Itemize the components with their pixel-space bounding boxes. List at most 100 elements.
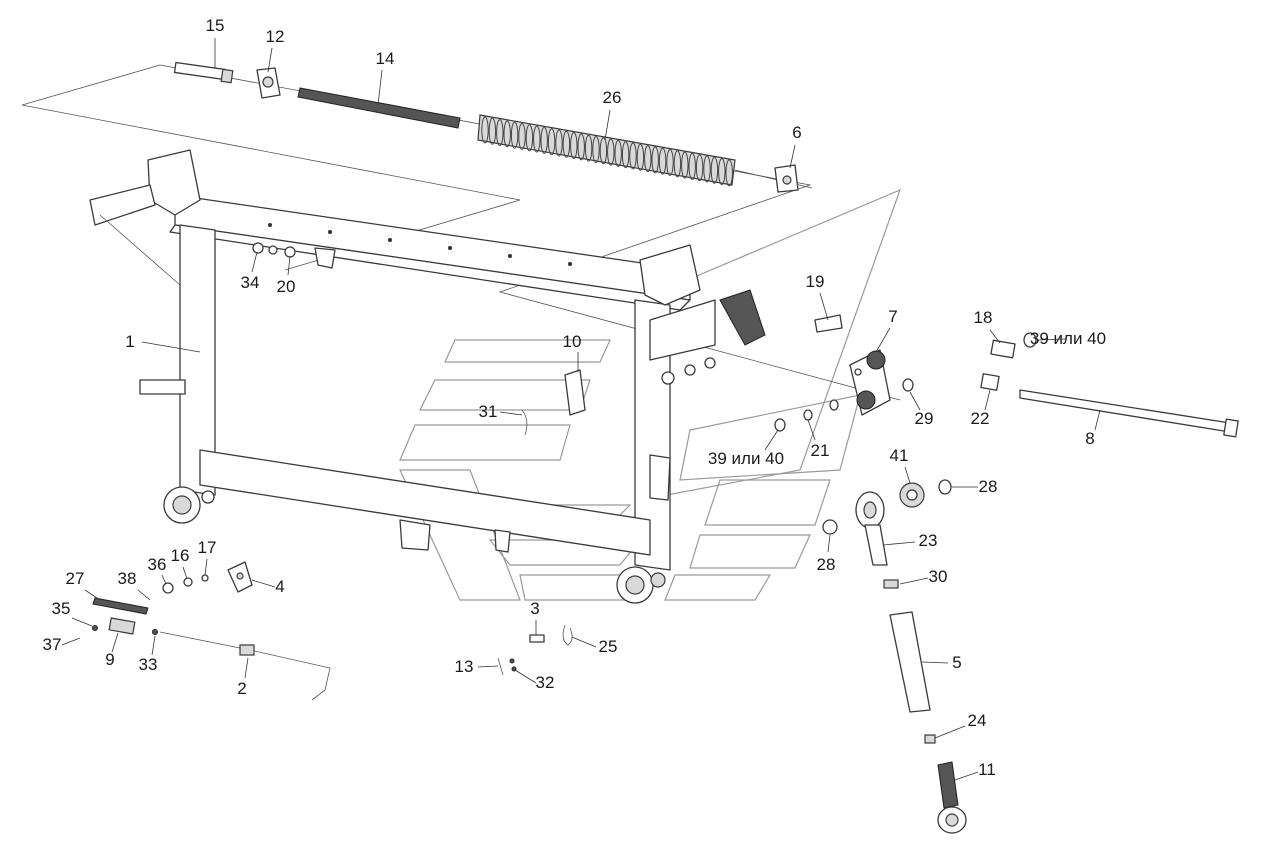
callout-leader	[1037, 338, 1066, 341]
callout-label: 32	[536, 673, 555, 692]
callout-leader	[71, 617, 93, 627]
callout-label: 23	[919, 531, 938, 550]
long-bolt-8	[1019, 389, 1239, 438]
callout-label: 38	[118, 569, 137, 588]
callout-label: 3	[530, 599, 539, 618]
callout-leader	[204, 558, 208, 576]
callout-label: 35	[52, 599, 71, 618]
projection-lines	[21, 64, 901, 401]
callout-leader	[899, 577, 929, 585]
spring-coil	[496, 119, 504, 147]
callout-label: 27	[66, 569, 85, 588]
pin-19	[814, 314, 843, 333]
nut-30	[883, 579, 899, 589]
callout-leader	[904, 466, 911, 484]
callout-leader	[84, 589, 101, 601]
callout-label: 14	[376, 49, 395, 68]
callout-label: 39 или 40	[708, 449, 784, 468]
callout-leader	[251, 251, 258, 273]
lever-plate-7	[849, 349, 891, 416]
bushing-9	[108, 617, 136, 635]
small-hardware-left	[92, 574, 209, 635]
callout-label: 33	[139, 655, 158, 674]
callout-leader	[789, 144, 796, 169]
callout-label: 1	[125, 332, 134, 351]
spring-coil	[681, 151, 689, 179]
callout-label: 8	[1085, 429, 1094, 448]
spring-coil	[718, 158, 726, 186]
callout-leader	[604, 109, 611, 141]
rod-end-23	[855, 491, 888, 566]
spring-coil	[570, 132, 578, 160]
callout-label: 10	[563, 332, 582, 351]
spring	[477, 114, 736, 187]
threaded-rod	[297, 87, 461, 129]
callout-leader	[137, 589, 151, 601]
spring-coil	[488, 117, 497, 145]
spring-coil	[584, 134, 593, 162]
callout-leader	[984, 389, 991, 411]
spring-coil	[518, 123, 526, 150]
callout-leader	[244, 657, 249, 679]
callout-leader	[151, 635, 156, 656]
rod-end-11	[937, 761, 967, 834]
callout-label: 2	[237, 679, 246, 698]
spring-coil	[644, 145, 652, 173]
spring-coil	[666, 149, 674, 176]
nut-24	[924, 734, 936, 744]
bracket-4	[227, 561, 253, 593]
callout-leader	[499, 411, 523, 416]
callout-leader	[909, 391, 921, 411]
callout-label: 26	[603, 88, 622, 107]
callout-label: 21	[811, 441, 830, 460]
spring-coil	[710, 156, 719, 184]
spring-coil	[636, 143, 645, 171]
pin-10	[521, 369, 586, 436]
spring-coil	[577, 133, 585, 161]
spring-coil	[695, 154, 704, 182]
bushings	[980, 339, 1016, 391]
spring-coil	[481, 116, 489, 144]
callout-leader	[161, 574, 167, 585]
spring-coil	[607, 138, 615, 166]
callout-label: 9	[105, 650, 114, 669]
callout-label: 7	[888, 307, 897, 326]
callout-label: 6	[792, 123, 801, 142]
callout-label: 17	[198, 538, 217, 557]
callout-leader	[827, 534, 831, 553]
callout-leader	[989, 329, 1001, 344]
callout-leader	[111, 632, 119, 653]
tube-5	[889, 611, 931, 713]
callout-label: 36	[148, 555, 167, 574]
callout-label: 16	[171, 546, 190, 565]
callout-leader	[571, 636, 597, 648]
bolt-15	[173, 61, 234, 84]
callout-label: 15	[206, 16, 225, 35]
callout-leader	[477, 665, 499, 668]
callout-leader	[954, 771, 979, 781]
callout-label: 29	[915, 409, 934, 428]
callout-leader	[875, 327, 891, 353]
spring-coil	[688, 152, 696, 180]
callout-leader	[807, 419, 816, 441]
callout-leader	[377, 69, 383, 106]
callout-label: 30	[929, 567, 948, 586]
callout-label: 28	[979, 477, 998, 496]
spring-coil	[621, 141, 630, 169]
callout-label: 20	[277, 277, 296, 296]
spring-coil	[562, 130, 571, 158]
spring-27	[92, 597, 149, 615]
callout-label: 34	[241, 273, 260, 292]
callout-label: 39 или 40	[1030, 329, 1106, 348]
bracket-6	[774, 164, 799, 193]
callout-label: 4	[275, 577, 284, 596]
callout-leader	[921, 661, 949, 664]
callout-label: 13	[455, 657, 474, 676]
small-hardware-bottom	[497, 624, 573, 676]
spring-coil	[540, 126, 548, 154]
spring-coil	[592, 136, 600, 163]
callout-label: 41	[890, 446, 909, 465]
spring-coil	[533, 125, 541, 153]
